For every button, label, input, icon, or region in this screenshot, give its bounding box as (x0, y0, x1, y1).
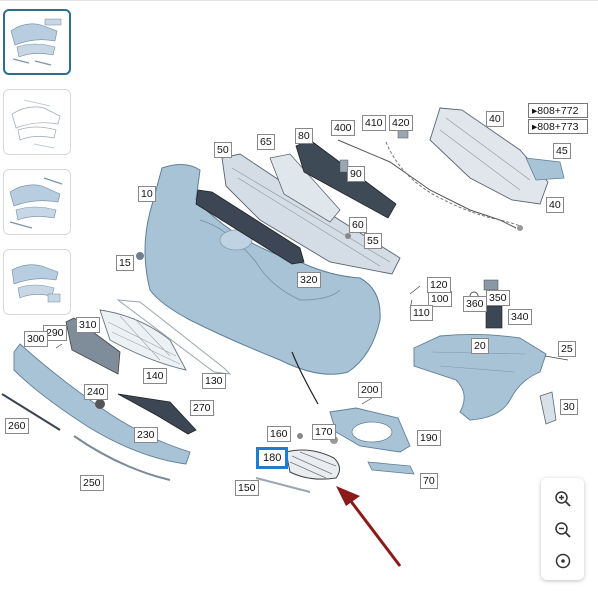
label-part-110[interactable]: 110 (410, 305, 433, 321)
zoom-out-icon (554, 521, 571, 538)
zoom-in-icon (554, 490, 571, 507)
label-part-60[interactable]: 60 (349, 217, 367, 233)
label-part-320[interactable]: 320 (297, 272, 321, 288)
zoom-in-button[interactable] (549, 485, 576, 512)
pointer-arrow (348, 499, 402, 567)
lower-spoiler-part (13, 343, 191, 465)
label-part-30[interactable]: 30 (560, 399, 578, 415)
label-part-25[interactable]: 25 (558, 341, 576, 357)
reference-link-1[interactable]: ▸808+772 (528, 103, 588, 118)
bracket-part (269, 153, 341, 223)
label-part-20[interactable]: 20 (471, 338, 489, 354)
label-part-70[interactable]: 70 (420, 473, 438, 489)
label-part-120[interactable]: 120 (427, 277, 451, 293)
label-part-270[interactable]: 270 (190, 400, 214, 416)
label-part-300[interactable]: 300 (24, 331, 48, 347)
label-part-260[interactable]: 260 (5, 418, 29, 434)
label-part-420[interactable]: 420 (389, 115, 413, 131)
label-part-100[interactable]: 100 (428, 291, 452, 307)
label-part-350[interactable]: 350 (486, 290, 510, 306)
top-divider (0, 0, 598, 1)
label-part-55[interactable]: 55 (364, 233, 382, 249)
zoom-controls (541, 478, 584, 580)
label-part-150[interactable]: 150 (235, 480, 259, 496)
label-part-340[interactable]: 340 (508, 309, 532, 325)
label-part-10[interactable]: 10 (138, 186, 156, 202)
label-part-170[interactable]: 170 (312, 424, 336, 440)
label-part-360[interactable]: 360 (463, 296, 487, 312)
fog-light-grille-part (285, 449, 340, 480)
label-part-400[interactable]: 400 (331, 120, 355, 136)
label-part-50[interactable]: 50 (214, 142, 232, 158)
label-part-290[interactable]: 290 (43, 325, 67, 341)
label-part-180-highlighted[interactable]: 180 (256, 447, 289, 469)
label-part-190[interactable]: 190 (417, 430, 441, 446)
grille-support-part (195, 189, 305, 265)
label-part-15[interactable]: 15 (116, 255, 134, 271)
reference-link-2[interactable]: ▸808+773 (528, 119, 588, 134)
label-part-130[interactable]: 130 (202, 373, 226, 389)
label-part-160[interactable]: 160 (267, 426, 291, 442)
thumbnail-view-2[interactable] (3, 89, 71, 155)
label-part-230[interactable]: 230 (134, 427, 158, 443)
thumbnail-view-3[interactable] (3, 169, 71, 235)
label-part-310[interactable]: 310 (76, 317, 100, 333)
upper-support-part (221, 153, 401, 275)
label-part-80[interactable]: 80 (295, 128, 313, 144)
label-part-45[interactable]: 45 (553, 143, 571, 159)
reset-view-icon (555, 553, 570, 568)
lower-grille-part (99, 309, 187, 371)
label-part-90[interactable]: 90 (347, 166, 365, 182)
reset-view-button[interactable] (549, 547, 576, 574)
crossmember-part (429, 107, 549, 205)
label-part-40-bottom[interactable]: 40 (546, 197, 564, 213)
thumbnail-view-4[interactable] (3, 249, 71, 315)
side-bracket-part (413, 333, 547, 421)
label-part-200[interactable]: 200 (358, 382, 382, 398)
thumbnail-view-1[interactable] (3, 9, 71, 75)
label-part-65[interactable]: 65 (257, 134, 275, 150)
label-part-40-top[interactable]: 40 (486, 111, 504, 127)
label-part-140[interactable]: 140 (143, 368, 167, 384)
label-part-410[interactable]: 410 (362, 115, 386, 131)
zoom-out-button[interactable] (549, 516, 576, 543)
label-part-240[interactable]: 240 (84, 384, 108, 400)
label-part-250[interactable]: 250 (80, 475, 104, 491)
